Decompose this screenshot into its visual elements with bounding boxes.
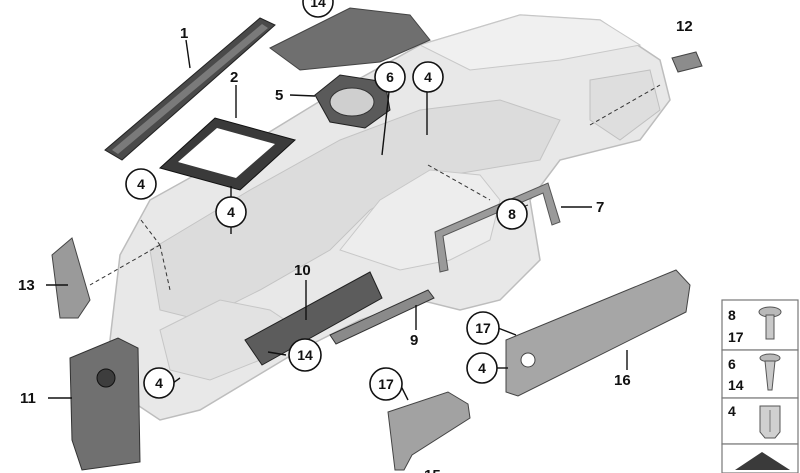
svg-text:4: 4 bbox=[478, 360, 486, 376]
dashboard-carrier bbox=[109, 14, 671, 421]
circled-callout-6: 6 bbox=[374, 61, 406, 93]
part-9-strip bbox=[329, 289, 435, 345]
legend-row-1-top: 8 bbox=[728, 307, 736, 323]
circled-callout-8: 8 bbox=[496, 198, 528, 230]
svg-text:17: 17 bbox=[378, 376, 394, 392]
svg-text:4: 4 bbox=[155, 375, 163, 391]
legend-row-3-num: 4 bbox=[728, 403, 736, 419]
screw-icon bbox=[758, 306, 782, 340]
circled-callout-4-e: 4 bbox=[466, 352, 498, 384]
svg-text:8: 8 bbox=[508, 206, 516, 222]
part-13-left-trim bbox=[51, 237, 91, 319]
callout-1: 1 bbox=[180, 25, 188, 42]
circled-callout-4-b: 4 bbox=[125, 168, 157, 200]
legend-row-1 bbox=[721, 299, 799, 351]
part-1-defroster-grille bbox=[104, 17, 276, 161]
part-11-lower-left-trim bbox=[69, 337, 141, 471]
circled-callout-14-top: 14 bbox=[302, 0, 334, 18]
part-15-lower-trim bbox=[387, 391, 471, 471]
part-7-side-frame bbox=[434, 182, 561, 273]
svg-text:14: 14 bbox=[310, 0, 326, 10]
callout-9: 9 bbox=[410, 332, 418, 349]
svg-text:17: 17 bbox=[475, 320, 491, 336]
callout-13: 13 bbox=[18, 277, 35, 294]
arrow-icon bbox=[735, 452, 790, 470]
part-16-passenger-trim bbox=[505, 269, 691, 397]
svg-text:14: 14 bbox=[297, 347, 313, 363]
circled-callout-14-bottom: 14 bbox=[288, 338, 322, 372]
legend-row-2-top: 6 bbox=[728, 356, 736, 372]
svg-text:4: 4 bbox=[227, 204, 235, 220]
legend-row-1-bottom: 17 bbox=[728, 329, 744, 345]
fastener-legend: 8 17 6 14 4 bbox=[721, 299, 799, 473]
circled-callout-17-a: 17 bbox=[466, 311, 500, 345]
callout-11: 11 bbox=[20, 390, 36, 407]
callout-16: 16 bbox=[614, 372, 631, 389]
svg-text:4: 4 bbox=[137, 176, 145, 192]
callout-2: 2 bbox=[230, 69, 238, 86]
callout-12: 12 bbox=[676, 18, 693, 35]
svg-text:6: 6 bbox=[386, 69, 394, 85]
svg-text:4: 4 bbox=[424, 69, 432, 85]
part-10-knee-trim bbox=[244, 271, 383, 366]
callout-7: 7 bbox=[596, 199, 604, 216]
clip-nut-icon bbox=[759, 405, 781, 439]
part-12-end-cap bbox=[671, 51, 703, 73]
part-top-cover-panel bbox=[269, 7, 431, 71]
circled-callout-17-b: 17 bbox=[369, 367, 403, 401]
legend-row-2-bottom: 14 bbox=[728, 377, 744, 393]
circled-callout-4-a: 4 bbox=[412, 61, 444, 93]
part-5-vent-surround bbox=[314, 74, 391, 129]
circled-callout-4-d: 4 bbox=[143, 367, 175, 399]
circled-callout-4-c: 4 bbox=[215, 196, 247, 228]
callout-10: 10 bbox=[294, 262, 311, 279]
part-2-display-frame bbox=[158, 117, 297, 191]
callout-15: 15 bbox=[424, 467, 441, 473]
self-tapping-screw-icon bbox=[759, 353, 781, 391]
callout-5: 5 bbox=[275, 87, 283, 104]
